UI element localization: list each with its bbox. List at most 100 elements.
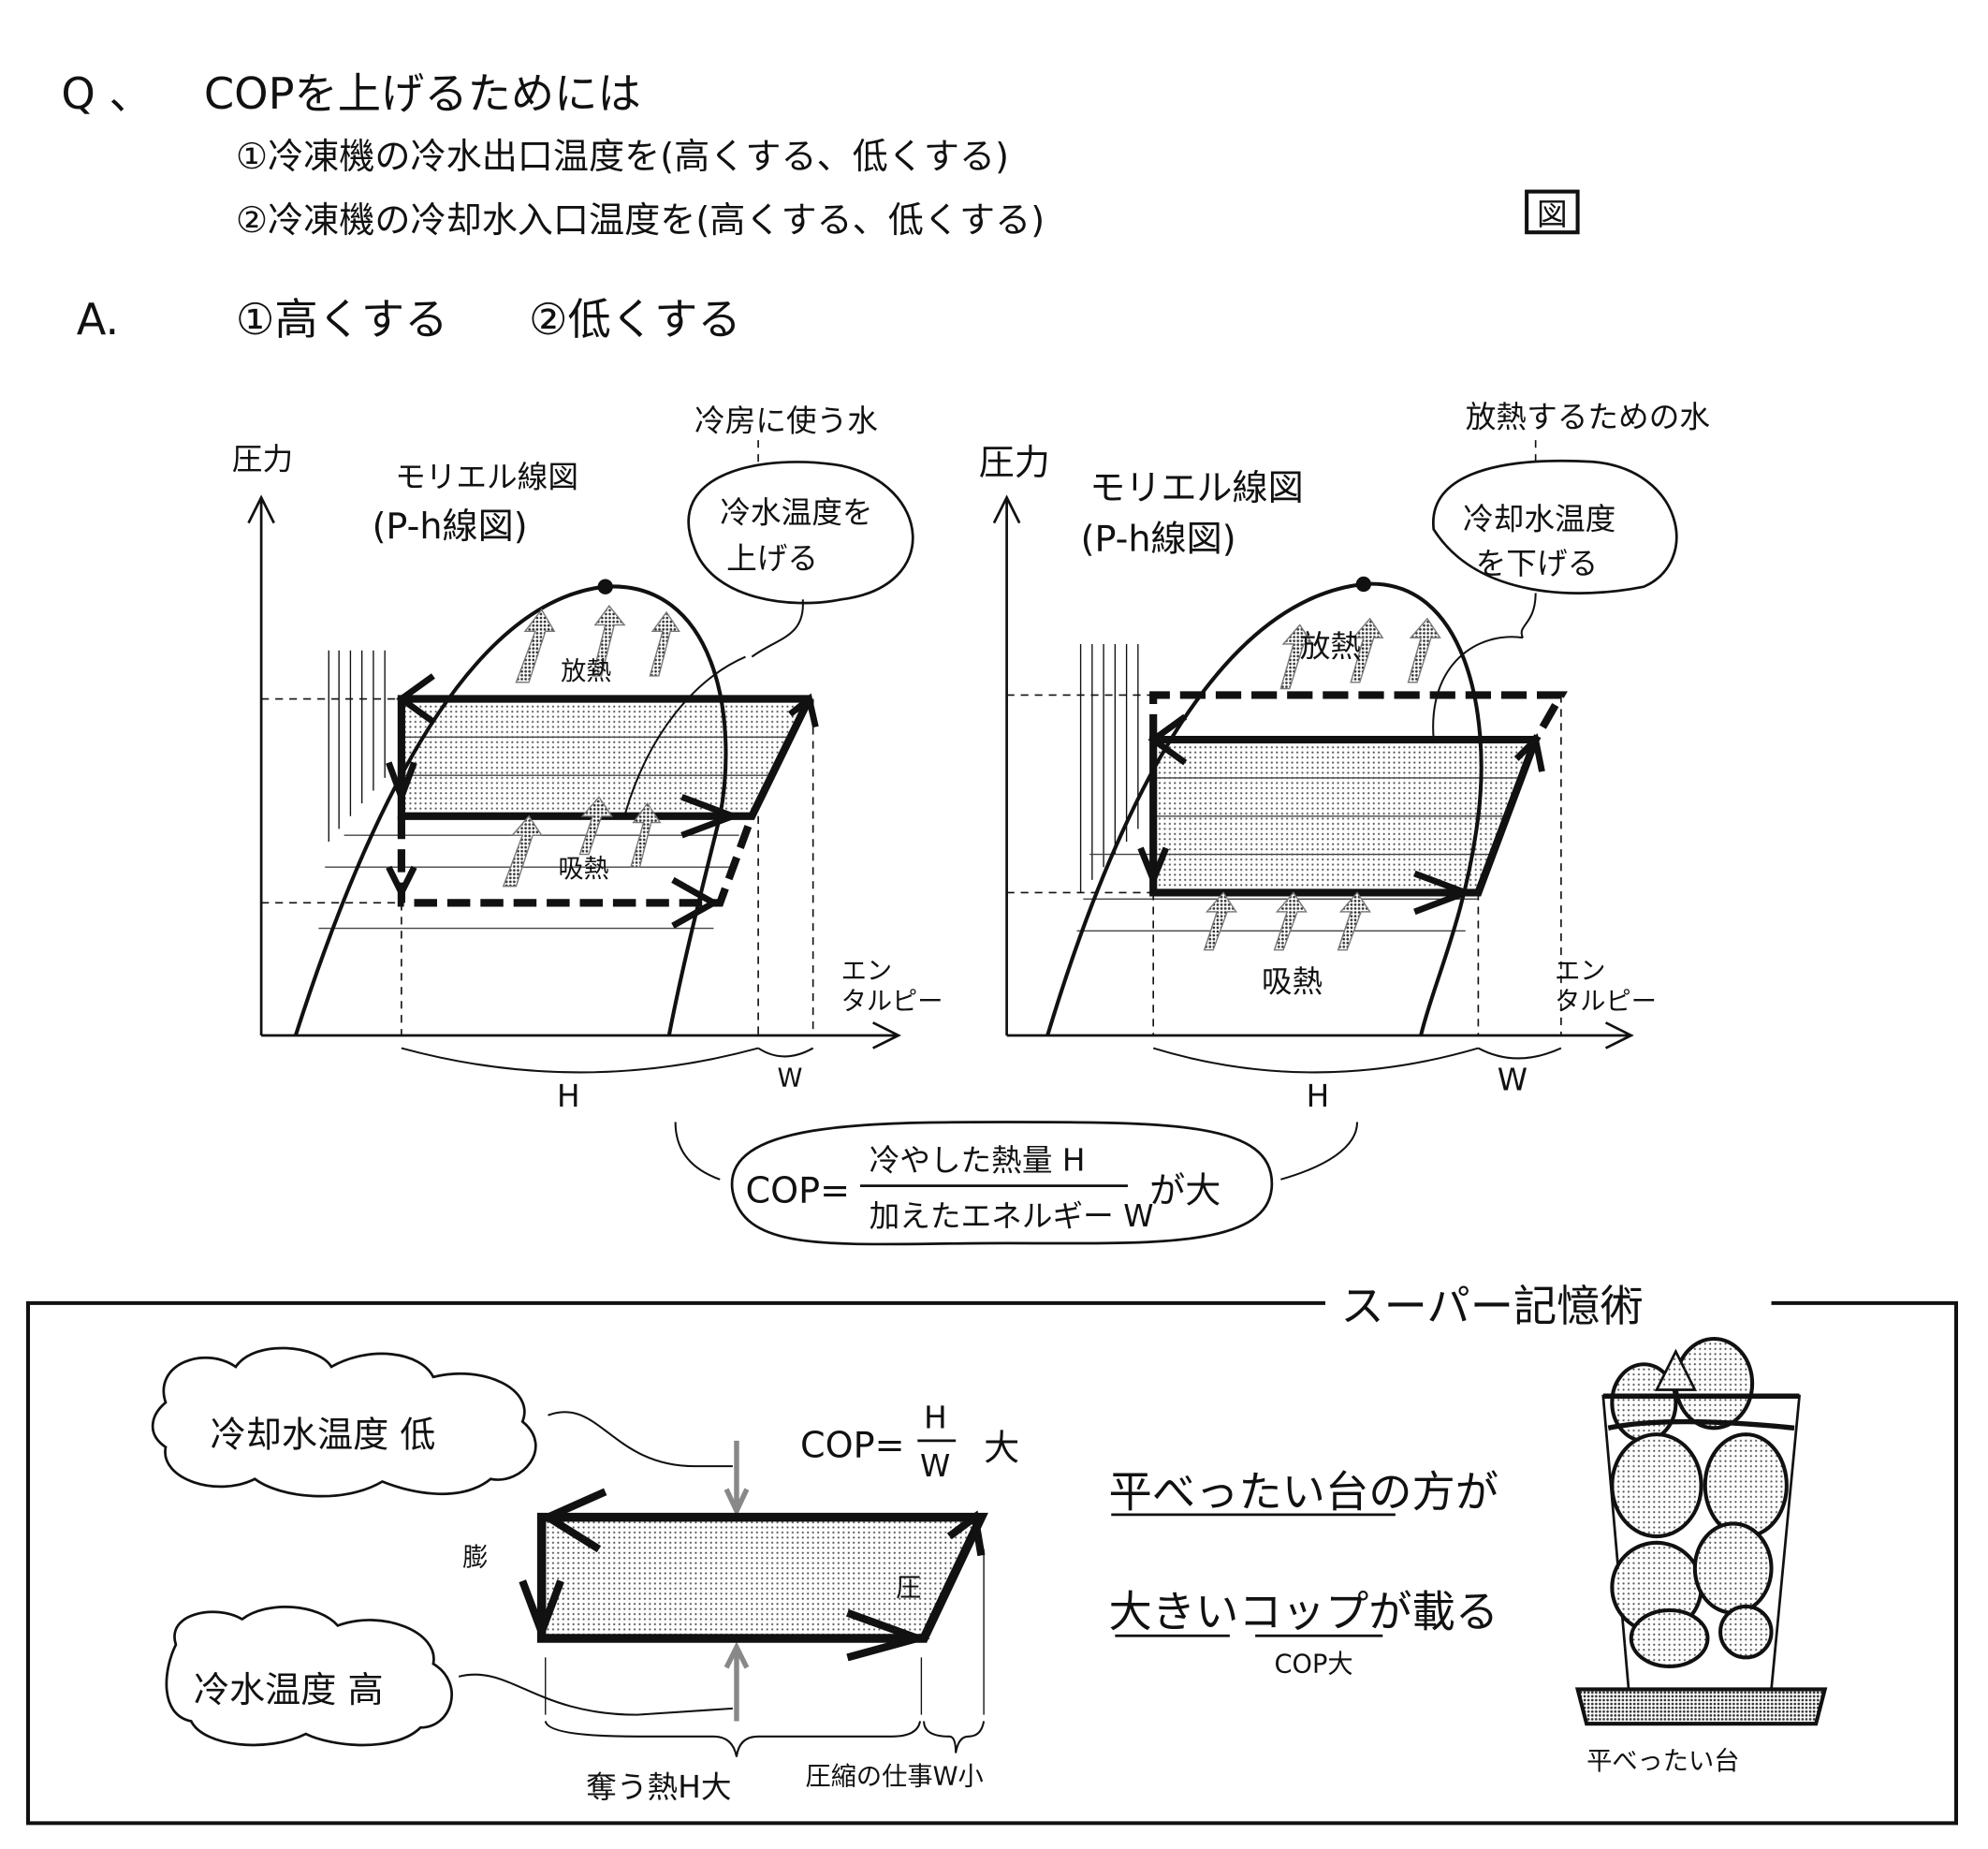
cop-big: 大	[984, 1427, 1019, 1468]
question-title: COPを上げるためには	[204, 68, 641, 119]
answer-section: A. ①高くする ②低くする	[77, 294, 741, 345]
chart-subtitle: (P-h線図)	[1081, 519, 1236, 560]
h-label: H	[1307, 1079, 1330, 1114]
h-brace-label: 奪う熱H大	[586, 1769, 731, 1805]
heat-absorb-label: 吸熱	[558, 855, 608, 884]
bubble-tail	[751, 599, 804, 658]
cloud-2-text: 冷水温度 高	[194, 1669, 384, 1710]
cop-suffix: が大	[1149, 1169, 1221, 1211]
cycle-arrows	[1137, 713, 1545, 916]
bubble-line-1: 冷却水温度	[1463, 501, 1615, 536]
h-w-braces	[401, 1047, 814, 1074]
memory-technique-box: スーパー記憶術 冷却水温度 低 冷水温度 高 COP= H W 大 膨 圧 奪う…	[25, 1281, 1959, 1826]
vertical-hatching	[328, 650, 386, 843]
cloud-leaders	[458, 1411, 733, 1716]
figure-label: 図	[1537, 197, 1568, 232]
box-title: スーパー記憶術	[1340, 1281, 1644, 1331]
box-border	[25, 1300, 1959, 1826]
figure-box	[1525, 189, 1580, 235]
lower-pressure-cycle	[397, 814, 756, 907]
h-w-braces	[1152, 1047, 1562, 1074]
expand-label: 膨	[462, 1543, 488, 1572]
cop-label: COP=	[800, 1425, 905, 1466]
cycle-area	[401, 698, 810, 816]
cop-formula: COP= 冷やした熱量 H 加えたエネルギー W が大	[674, 1121, 1359, 1246]
callout-bubble	[687, 461, 914, 605]
guide-lines	[261, 697, 814, 1035]
left-ph-diagram: 圧力 モリエル線図 (P-h線図) エン タルピー 放熱 吸熱 H	[232, 404, 943, 1115]
cloud-1-text: 冷却水温度 低	[211, 1415, 436, 1456]
x-axis	[1006, 1021, 1634, 1049]
bubble-tail	[1520, 593, 1537, 638]
cop-w: W	[920, 1448, 950, 1484]
stand-label: 平べったい台	[1586, 1747, 1739, 1776]
bubble-line-2: を下げる	[1476, 546, 1599, 581]
w-brace-label: 圧縮の仕事W小	[805, 1763, 983, 1792]
heat-release-label: 放熱	[561, 657, 611, 686]
question-item-2: ②冷凍機の冷却水入口温度を(高くする、低くする)	[236, 199, 1045, 241]
mnemonic-note: COP大	[1275, 1651, 1353, 1680]
x-axis-label-1: エン	[1555, 957, 1605, 986]
heat-absorb-label: 吸熱	[1262, 964, 1323, 1000]
answer-2: ②低くする	[529, 294, 741, 345]
x-axis-label-2: タルピー	[1555, 988, 1657, 1017]
critical-point	[597, 579, 613, 594]
h-w-braces	[544, 1721, 986, 1757]
cop-denominator: 加えたエネルギー W	[870, 1198, 1154, 1234]
cop-lhs: COP=	[746, 1169, 851, 1211]
bubble-line-2: 上げる	[726, 541, 818, 577]
critical-point	[1355, 576, 1372, 593]
x-axis-label-2: タルピー	[841, 988, 943, 1017]
chart-title: モリエル線図	[1089, 467, 1304, 508]
w-label: W	[1498, 1063, 1528, 1098]
cop-numerator: 冷やした熱量 H	[870, 1142, 1086, 1178]
guide-lines	[1006, 694, 1562, 1035]
y-axis-label: 圧力	[979, 442, 1050, 483]
compress-label: 圧	[896, 1574, 921, 1603]
heat-release-arrows	[502, 604, 680, 888]
x-axis-label-1: エン	[841, 957, 892, 986]
right-ph-diagram: 圧力 モリエル線図 (P-h線図) エン タルピー 放熱 吸熱 H W	[979, 400, 1710, 1115]
flat-stand	[1574, 1687, 1828, 1726]
mnemonic-line-1: 平べったい台の方が	[1109, 1467, 1499, 1518]
mnemonic-line-2: 大きいコップが載る	[1109, 1587, 1499, 1637]
refrigeration-cycle	[1149, 735, 1540, 897]
y-axis-label: 圧力	[232, 441, 293, 477]
higher-pressure-cycle	[1149, 691, 1568, 742]
ice-cubes-icon	[1610, 1336, 1789, 1668]
flat-cycle-arrows	[519, 1488, 986, 1662]
answer-mark: A.	[77, 294, 120, 345]
question-mark: Q 、	[61, 68, 152, 119]
formula-bubble	[730, 1121, 1274, 1246]
bubble-line-1: 冷水温度を	[720, 495, 872, 531]
y-axis	[992, 494, 1021, 1035]
answer-1: ①高くする	[236, 294, 448, 345]
dashed-cycle-arrows	[386, 865, 721, 929]
isotherm-lines	[1076, 777, 1517, 932]
vertical-hatching	[1079, 643, 1139, 893]
heat-arrows	[1203, 617, 1441, 951]
callout-label: 放熱するための水	[1466, 400, 1710, 435]
callout-leader	[1432, 636, 1524, 741]
glass-rim	[1602, 1393, 1800, 1431]
callout-label: 冷房に使う水	[694, 404, 878, 439]
question-section: Q 、 COPを上げるためには ①冷凍機の冷水出口温度を(高くする、低くする) …	[61, 68, 1580, 241]
x-axis	[261, 1021, 901, 1049]
cloud-bubble-1	[151, 1346, 537, 1498]
cycle-arrows	[386, 673, 819, 839]
callout-leader	[623, 655, 746, 817]
pointer-arrows	[674, 1122, 1359, 1181]
squeeze-arrows	[724, 1440, 750, 1722]
chart-title: モリエル線図	[395, 459, 578, 494]
question-item-1: ①冷凍機の冷水出口温度を(高くする、低くする)	[236, 136, 1009, 177]
w-label: W	[778, 1064, 803, 1093]
heat-release-label: 放熱	[1300, 629, 1361, 665]
h-label: H	[557, 1079, 580, 1114]
extent-lines	[545, 1548, 985, 1715]
chart-subtitle: (P-h線図)	[373, 506, 528, 547]
glass-illustration: 平べったい台	[1574, 1336, 1828, 1776]
y-axis	[247, 494, 275, 1035]
cloud-bubble-2	[165, 1606, 453, 1747]
cop-h: H	[924, 1400, 947, 1435]
